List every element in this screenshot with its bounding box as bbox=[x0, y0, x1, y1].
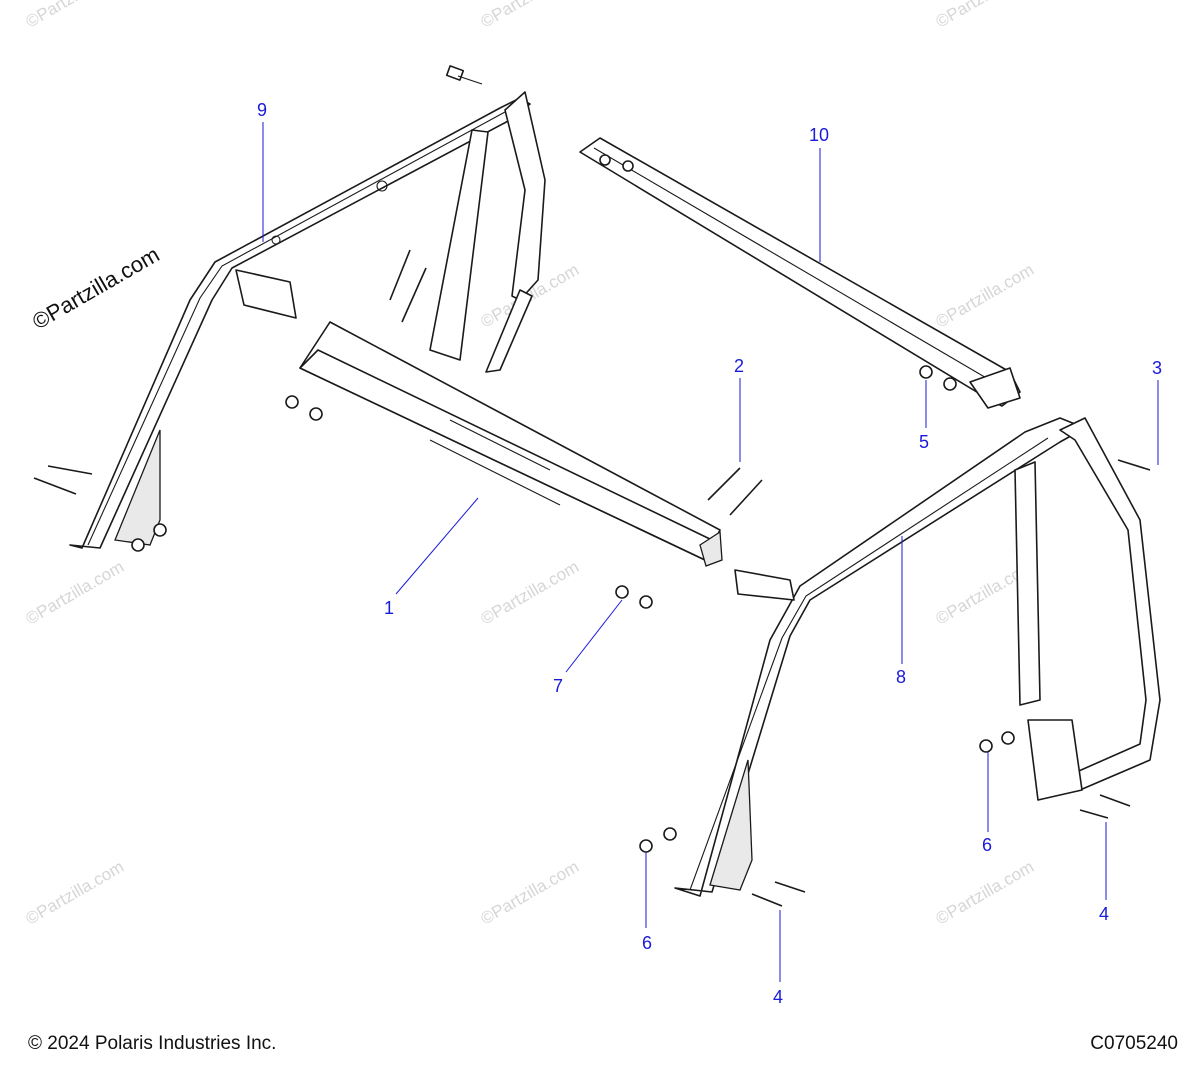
watermark: ©Partzilla.com bbox=[23, 857, 128, 928]
callout-4: 4 bbox=[1099, 904, 1109, 924]
callout-8: 8 bbox=[896, 667, 906, 687]
diagram-code: C0705240 bbox=[1090, 1033, 1178, 1054]
watermark-main: ©Partzilla.com bbox=[28, 242, 164, 335]
part-8-right-cage bbox=[674, 417, 1161, 897]
watermark: ©Partzilla.com bbox=[933, 857, 1038, 928]
callout-6: 6 bbox=[982, 835, 992, 855]
watermark: ©Partzilla.com bbox=[23, 0, 128, 31]
copyright-text: © 2024 Polaris Industries Inc. bbox=[28, 1033, 277, 1054]
part-1-rear-panel bbox=[299, 321, 723, 567]
watermark: ©Partzilla.com bbox=[478, 557, 583, 628]
callout-2: 2 bbox=[734, 356, 744, 376]
callout-5: 5 bbox=[919, 432, 929, 452]
leader-lines bbox=[262, 122, 1159, 982]
watermark: ©Partzilla.com bbox=[933, 0, 1038, 31]
callout-1: 1 bbox=[384, 598, 394, 618]
callout-4: 4 bbox=[773, 987, 783, 1007]
callout-6: 6 bbox=[642, 933, 652, 953]
watermark: ©Partzilla.com bbox=[933, 260, 1038, 331]
callout-3: 3 bbox=[1152, 358, 1162, 378]
watermark: ©Partzilla.com bbox=[23, 557, 128, 628]
callout-9: 9 bbox=[257, 100, 267, 120]
part-10-top-bar bbox=[579, 137, 1021, 409]
part-9-left-cage bbox=[69, 91, 546, 549]
watermark: ©Partzilla.com bbox=[478, 0, 583, 31]
callout-labels: 9 10 2 3 5 1 8 7 6 4 6 4 bbox=[257, 100, 1162, 1007]
callout-10: 10 bbox=[809, 125, 829, 145]
watermark: ©Partzilla.com bbox=[478, 857, 583, 928]
callout-7: 7 bbox=[553, 676, 563, 696]
